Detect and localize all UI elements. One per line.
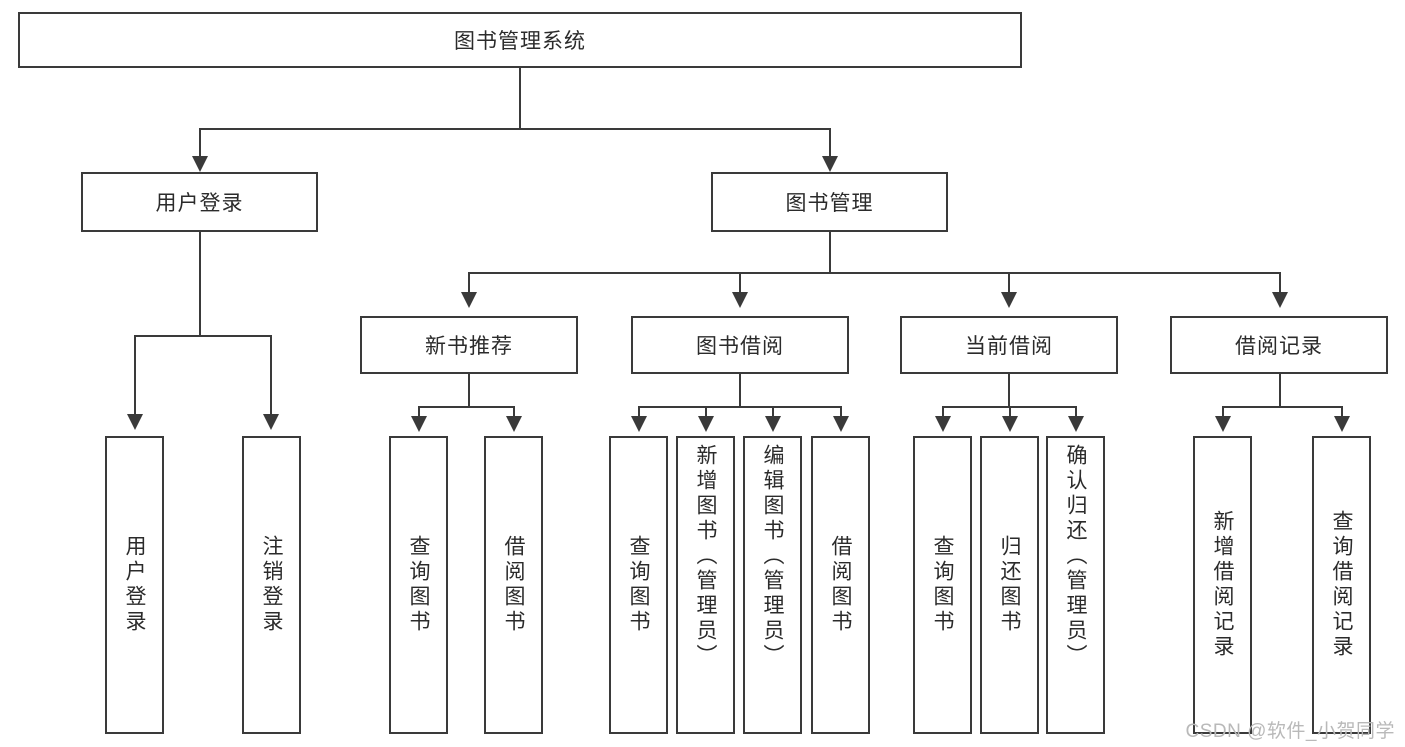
arrow-new-book-to-query-book bbox=[411, 416, 427, 432]
node-current-borrow[interactable]: 当前借阅 bbox=[900, 316, 1118, 374]
node-label: 新增借阅记录 bbox=[1211, 510, 1234, 660]
arrow-current-borrow-to-query bbox=[935, 416, 951, 432]
leaf-add-borrow-record[interactable]: 新增借阅记录 bbox=[1193, 436, 1252, 734]
arrow-root-to-user-login bbox=[192, 156, 208, 172]
connector-bm-to-book-borrow bbox=[739, 272, 741, 294]
arrow-new-book-to-borrow-book bbox=[506, 416, 522, 432]
node-label: 借阅图书 bbox=[829, 535, 852, 635]
connector-new-book-stem bbox=[468, 374, 470, 406]
connector-user-login-right-drop bbox=[270, 335, 272, 416]
node-label: 编辑图书（管理员） bbox=[761, 444, 784, 669]
node-label: 图书借阅 bbox=[696, 335, 784, 358]
node-label: 查询图书 bbox=[407, 535, 430, 635]
node-label: 图书管理系统 bbox=[454, 30, 586, 53]
connector-bm-to-current-borrow bbox=[1008, 272, 1010, 294]
arrow-current-borrow-to-return bbox=[1002, 416, 1018, 432]
connector-borrow-record-drop-2 bbox=[1341, 406, 1343, 418]
node-label: 查询图书 bbox=[627, 535, 650, 635]
arrow-current-borrow-to-confirm bbox=[1068, 416, 1084, 432]
watermark-text: CSDN @软件_小贺同学 bbox=[1185, 721, 1395, 742]
connector-book-borrow-stem bbox=[739, 374, 741, 406]
node-book-management[interactable]: 图书管理 bbox=[711, 172, 948, 232]
connector-user-login-bar bbox=[134, 335, 270, 337]
connector-root-to-user-login bbox=[199, 128, 201, 158]
connector-new-book-bar bbox=[418, 406, 514, 408]
arrow-bm-to-new-book bbox=[461, 292, 477, 308]
arrow-user-login-to-login bbox=[127, 414, 143, 430]
connector-current-borrow-drop-3 bbox=[1075, 406, 1077, 418]
leaf-borrow-book[interactable]: 借阅图书 bbox=[811, 436, 870, 734]
connector-book-borrow-drop-4 bbox=[840, 406, 842, 418]
connector-new-book-drop-1 bbox=[418, 406, 420, 418]
connector-user-login-left-drop bbox=[134, 335, 136, 416]
leaf-edit-book-admin[interactable]: 编辑图书（管理员） bbox=[743, 436, 802, 734]
node-label: 用户登录 bbox=[123, 535, 146, 635]
connector-book-borrow-drop-2 bbox=[705, 406, 707, 418]
node-label: 用户登录 bbox=[155, 192, 244, 215]
leaf-add-book-admin[interactable]: 新增图书（管理员） bbox=[676, 436, 735, 734]
connector-current-borrow-drop-2 bbox=[1009, 406, 1011, 418]
connector-user-login-stem bbox=[199, 232, 201, 335]
connector-book-borrow-drop-3 bbox=[772, 406, 774, 418]
leaf-borrow-book-recommend[interactable]: 借阅图书 bbox=[484, 436, 543, 734]
leaf-user-logout[interactable]: 注销登录 bbox=[242, 436, 301, 734]
arrow-book-borrow-to-query bbox=[631, 416, 647, 432]
connector-bm-to-borrow-record bbox=[1279, 272, 1281, 294]
node-user-login[interactable]: 用户登录 bbox=[81, 172, 318, 232]
connector-root-bar bbox=[199, 128, 831, 130]
connector-book-borrow-bar bbox=[638, 406, 841, 408]
leaf-query-book-recommend[interactable]: 查询图书 bbox=[389, 436, 448, 734]
node-label: 借阅记录 bbox=[1235, 335, 1323, 358]
connector-current-borrow-drop-1 bbox=[942, 406, 944, 418]
leaf-query-borrow-record[interactable]: 查询借阅记录 bbox=[1312, 436, 1371, 734]
arrow-book-borrow-to-add bbox=[698, 416, 714, 432]
leaf-query-book-borrow[interactable]: 查询图书 bbox=[609, 436, 668, 734]
leaf-return-book[interactable]: 归还图书 bbox=[980, 436, 1039, 734]
leaf-user-login[interactable]: 用户登录 bbox=[105, 436, 164, 734]
arrow-book-borrow-to-borrow bbox=[833, 416, 849, 432]
node-label: 新书推荐 bbox=[425, 335, 513, 358]
node-new-book-recommend[interactable]: 新书推荐 bbox=[360, 316, 578, 374]
node-label: 查询图书 bbox=[931, 535, 954, 635]
arrow-user-login-to-logout bbox=[263, 414, 279, 430]
node-label: 确认归还（管理员） bbox=[1064, 444, 1087, 669]
leaf-query-book-current[interactable]: 查询图书 bbox=[913, 436, 972, 734]
arrow-root-to-book-management bbox=[822, 156, 838, 172]
arrow-bm-to-current-borrow bbox=[1001, 292, 1017, 308]
connector-root-to-book-management bbox=[829, 128, 831, 158]
connector-new-book-drop-2 bbox=[513, 406, 515, 418]
connector-book-borrow-drop-1 bbox=[638, 406, 640, 418]
arrow-book-borrow-to-edit bbox=[765, 416, 781, 432]
node-book-management-system[interactable]: 图书管理系统 bbox=[18, 12, 1022, 68]
node-label: 查询借阅记录 bbox=[1330, 510, 1353, 660]
node-label: 图书管理 bbox=[785, 192, 874, 215]
node-borrow-record[interactable]: 借阅记录 bbox=[1170, 316, 1388, 374]
connector-bm-to-new-book bbox=[468, 272, 470, 294]
connector-current-borrow-stem bbox=[1008, 374, 1010, 406]
node-label: 注销登录 bbox=[260, 535, 283, 635]
arrow-borrow-record-to-add bbox=[1215, 416, 1231, 432]
connector-borrow-record-bar bbox=[1222, 406, 1342, 408]
node-label: 新增图书（管理员） bbox=[694, 444, 717, 669]
connector-root-stem bbox=[519, 68, 521, 128]
connector-book-management-stem bbox=[829, 232, 831, 272]
arrow-bm-to-book-borrow bbox=[732, 292, 748, 308]
connector-borrow-record-drop-1 bbox=[1222, 406, 1224, 418]
arrow-borrow-record-to-query bbox=[1334, 416, 1350, 432]
node-label: 归还图书 bbox=[998, 535, 1021, 635]
leaf-confirm-return-admin[interactable]: 确认归还（管理员） bbox=[1046, 436, 1105, 734]
node-book-borrow[interactable]: 图书借阅 bbox=[631, 316, 849, 374]
arrow-bm-to-borrow-record bbox=[1272, 292, 1288, 308]
connector-book-management-bar bbox=[468, 272, 1280, 274]
node-label: 当前借阅 bbox=[965, 335, 1053, 358]
connector-borrow-record-stem bbox=[1279, 374, 1281, 406]
node-label: 借阅图书 bbox=[502, 535, 525, 635]
